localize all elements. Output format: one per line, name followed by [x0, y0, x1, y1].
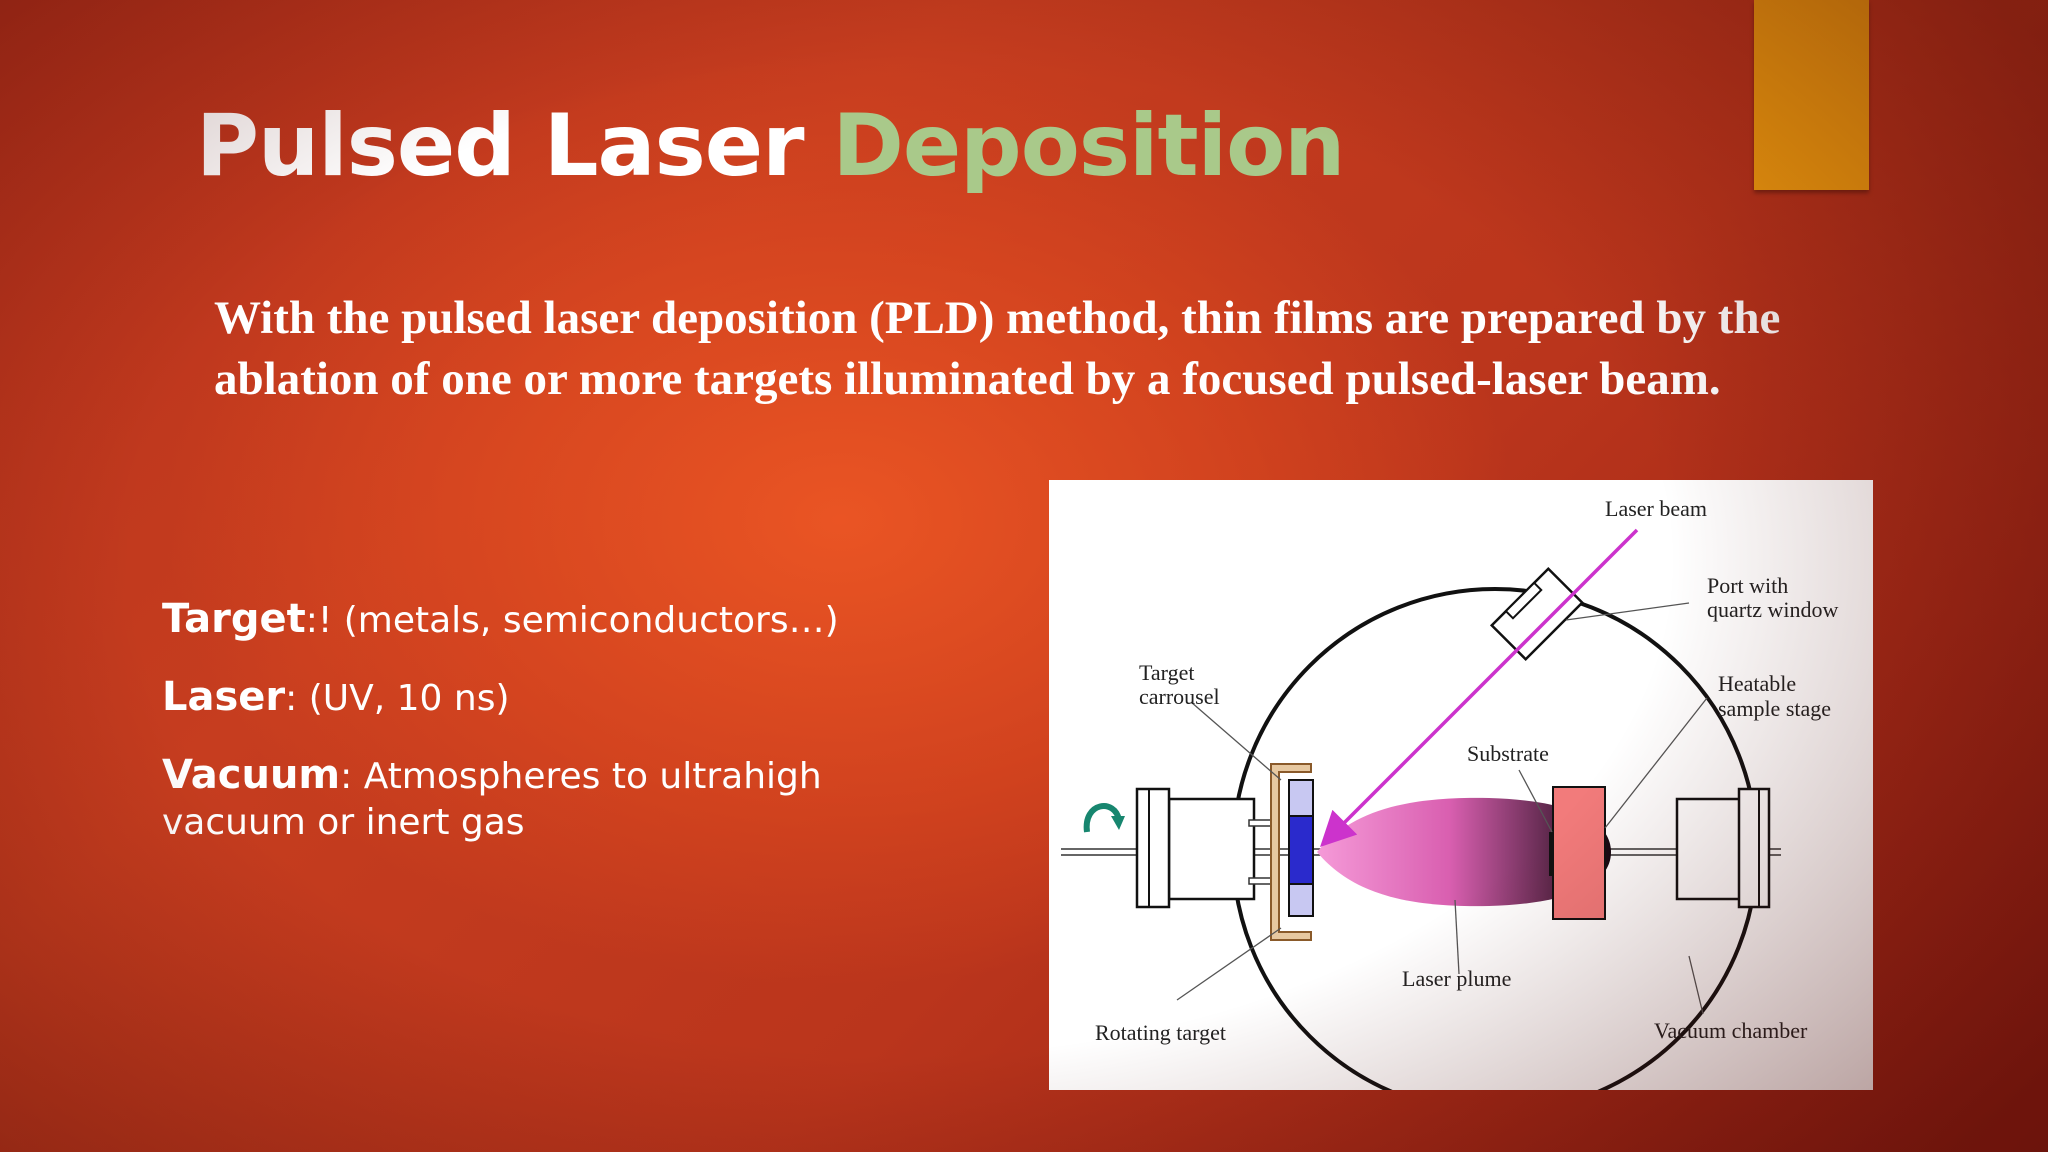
bullet-term: Laser: [162, 674, 286, 720]
label-vacuum-chamber: Vacuum chamber: [1654, 1018, 1808, 1043]
bullet-term: Vacuum: [162, 752, 341, 798]
laser-plume: [1317, 797, 1611, 907]
label-heatable-line-2: sample stage: [1718, 696, 1831, 721]
accent-bar: [1754, 0, 1869, 190]
bullet-separator: :: [340, 756, 353, 797]
slide-title: Pulsed Laser Deposition: [196, 96, 1345, 196]
label-heatable-line-1: Heatable: [1718, 671, 1796, 696]
title-part-1: Pulsed Laser: [196, 96, 805, 196]
bullet-separator: :!: [305, 600, 333, 641]
bullet-text: (metals, semiconductors…): [332, 600, 839, 641]
bullet-target: Target:! (metals, semiconductors…): [162, 596, 882, 644]
rotating-target: [1288, 815, 1314, 885]
bullet-separator: :: [285, 678, 298, 719]
target-carrousel: [1270, 763, 1312, 941]
laser-beam: [1320, 528, 1639, 847]
label-substrate: Substrate: [1467, 741, 1549, 766]
left-port: [1167, 797, 1256, 901]
pld-diagram: Laser beam Port with quartz window Heata…: [1049, 480, 1873, 1090]
bullet-laser: Laser: (UV, 10 ns): [162, 674, 882, 722]
bullet-term: Target: [162, 596, 306, 642]
label-port-line-1: Port with: [1707, 573, 1788, 598]
heatable-stage: [1552, 786, 1606, 920]
label-laser-beam: Laser beam: [1605, 496, 1707, 521]
title-part-2: Deposition: [832, 96, 1345, 196]
label-target-line-1: Target: [1139, 660, 1194, 685]
quartz-window-port: [1489, 566, 1585, 662]
bullet-list: Target:! (metals, semiconductors…) Laser…: [162, 596, 882, 876]
label-port-line-2: quartz window: [1707, 597, 1838, 622]
rotation-arrow-icon: [1083, 803, 1122, 833]
bullet-vacuum: Vacuum: Atmospheres to ultrahigh vacuum …: [162, 752, 882, 846]
label-rotating-target: Rotating target: [1095, 1020, 1226, 1045]
bullet-text: (UV, 10 ns): [297, 678, 510, 719]
label-target-line-2: carrousel: [1139, 684, 1220, 709]
intro-paragraph: With the pulsed laser deposition (PLD) m…: [214, 292, 1781, 405]
bullet-text: Atmospheres to ultrahigh vacuum or inert…: [162, 756, 822, 843]
label-laser-plume: Laser plume: [1402, 966, 1511, 991]
